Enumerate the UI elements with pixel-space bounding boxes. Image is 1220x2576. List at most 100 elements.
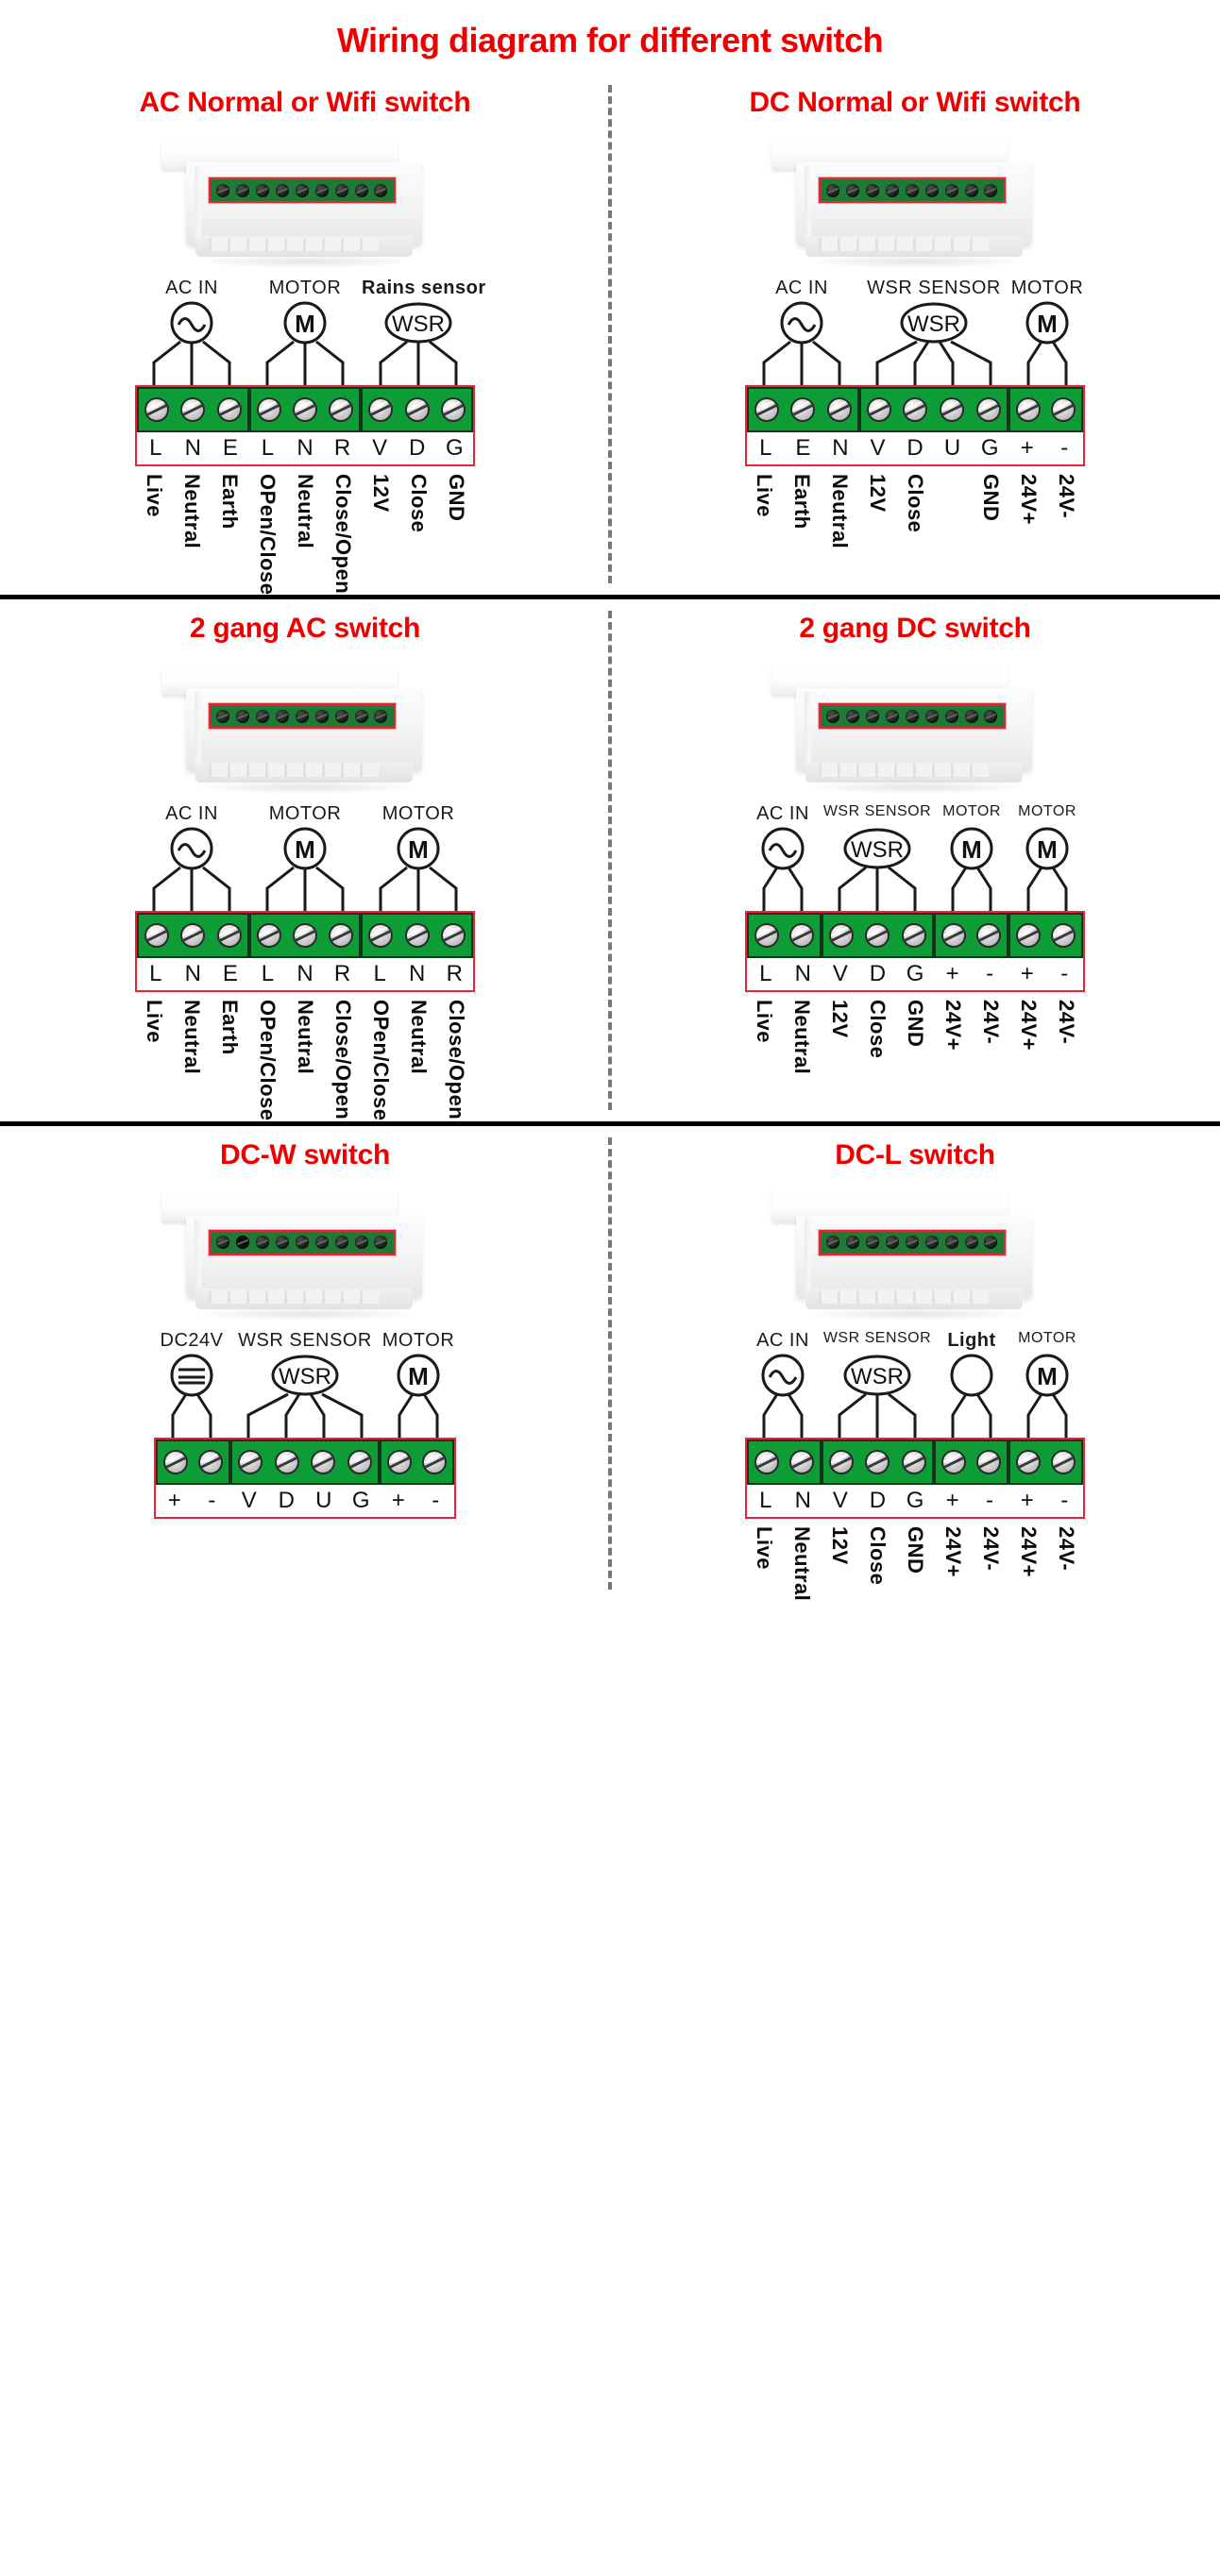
screw-terminal-icon[interactable] [754, 1449, 779, 1474]
terminal-description: 24V+ [934, 1000, 972, 1051]
terminal-block[interactable] [822, 913, 934, 959]
screw-terminal-icon[interactable] [975, 397, 1001, 422]
terminal-block[interactable] [156, 1439, 231, 1485]
terminal-block[interactable] [1008, 913, 1083, 959]
terminal-block[interactable] [933, 913, 1008, 959]
screw-terminal-icon[interactable] [866, 397, 891, 422]
screw-terminal-icon[interactable] [386, 1449, 412, 1474]
screw-terminal-icon[interactable] [347, 1449, 372, 1474]
page-title: Wiring diagram for different switch [336, 21, 884, 59]
terminal-description: Close/Open [324, 1000, 362, 1120]
wsr-sensor-icon: WSR [821, 1351, 934, 1438]
terminal-code: G [445, 435, 464, 461]
terminal-description-label: Close/Open [331, 1000, 355, 1120]
terminal-block[interactable] [137, 913, 249, 959]
photo-terminal-strip [819, 177, 1006, 203]
screw-terminal-icon[interactable] [144, 923, 170, 949]
screw-terminal-icon[interactable] [754, 923, 779, 949]
screw-terminal-icon[interactable] [162, 1449, 188, 1474]
terminal-code: V [372, 435, 388, 461]
screw-terminal-icon[interactable] [940, 1449, 966, 1474]
screw-terminal-icon[interactable] [180, 397, 206, 422]
screw-terminal-icon[interactable] [829, 1449, 855, 1474]
screw-terminal-icon[interactable] [329, 923, 354, 949]
screw-terminal-icon[interactable] [790, 397, 816, 422]
terminal-block[interactable] [747, 1439, 822, 1485]
screw-terminal-icon[interactable] [293, 397, 317, 422]
svg-text:M: M [1037, 1362, 1058, 1390]
screw-terminal-icon[interactable] [903, 397, 928, 422]
screw-terminal-icon[interactable] [216, 923, 242, 949]
terminal-block[interactable] [137, 387, 249, 432]
screw-terminal-icon[interactable] [865, 923, 890, 949]
screw-terminal-icon[interactable] [1015, 923, 1041, 949]
symbol-row: WSR M [745, 1351, 1085, 1438]
screw-terminal-icon[interactable] [311, 1449, 336, 1474]
terminal-block[interactable] [248, 387, 362, 432]
screw-terminal-icon[interactable] [404, 923, 430, 949]
device-photo [154, 1183, 456, 1324]
device-photo [154, 656, 456, 798]
terminal-block[interactable] [1008, 1439, 1083, 1485]
screw-terminal-icon[interactable] [1051, 923, 1076, 949]
screw-terminal-icon[interactable] [976, 923, 1002, 949]
device-photo [764, 130, 1066, 272]
screw-terminal-icon[interactable] [440, 397, 466, 422]
terminal-code: V [870, 435, 886, 461]
screw-terminal-icon[interactable] [368, 923, 394, 949]
terminal-block[interactable] [933, 1439, 1008, 1485]
screw-terminal-icon[interactable] [976, 1449, 1002, 1474]
screw-terminal-icon[interactable] [238, 1449, 263, 1474]
screw-terminal-icon[interactable] [198, 1449, 224, 1474]
terminal-block[interactable] [747, 387, 859, 432]
screw-terminal-icon[interactable] [256, 923, 281, 949]
screw-terminal-icon[interactable] [901, 1449, 926, 1474]
screw-terminal-icon[interactable] [789, 1449, 815, 1474]
screw-terminal-icon[interactable] [329, 397, 354, 422]
screw-terminal-icon[interactable] [829, 923, 855, 949]
screw-terminal-icon[interactable] [256, 397, 281, 422]
screw-terminal-icon[interactable] [440, 923, 466, 949]
screw-terminal-icon[interactable] [274, 1449, 299, 1474]
screw-terminal-icon[interactable] [293, 923, 317, 949]
screw-terminal-icon[interactable] [1051, 397, 1076, 422]
screw-terminal-icon[interactable] [754, 397, 780, 422]
screw-terminal-icon[interactable] [180, 923, 206, 949]
terminal-description-label: 24V+ [941, 1525, 965, 1577]
screw-terminal-icon[interactable] [216, 397, 242, 422]
screw-terminal-icon[interactable] [789, 923, 815, 949]
terminal-block[interactable] [248, 913, 362, 959]
terminal-code: G [980, 435, 999, 461]
group-label: AC IN [775, 278, 828, 298]
photo-terminal-screw [236, 709, 250, 723]
terminal-block-row [135, 385, 475, 432]
screw-terminal-icon[interactable] [1051, 1449, 1076, 1474]
screw-terminal-icon[interactable] [826, 397, 852, 422]
screw-terminal-icon[interactable] [940, 923, 966, 949]
terminal-block[interactable] [379, 1439, 454, 1485]
terminal-block[interactable] [230, 1439, 380, 1485]
screw-terminal-icon[interactable] [1015, 1449, 1041, 1474]
screw-terminal-icon[interactable] [368, 397, 394, 422]
terminal-description-label: Close [904, 474, 927, 533]
terminal-description-label: Close [407, 474, 431, 533]
terminal-block[interactable] [361, 387, 474, 432]
panel-title: 2 gang AC switch [189, 613, 421, 645]
terminal-block[interactable] [822, 1439, 934, 1485]
screw-terminal-icon[interactable] [1015, 397, 1041, 422]
group-label: Light [947, 1329, 996, 1351]
screw-terminal-icon[interactable] [422, 1449, 448, 1474]
terminal-block[interactable] [747, 913, 822, 959]
terminal-block[interactable] [1008, 387, 1083, 432]
screw-terminal-icon[interactable] [144, 397, 170, 422]
screw-terminal-icon[interactable] [901, 923, 926, 949]
terminal-block[interactable] [858, 387, 1008, 432]
screw-terminal-icon[interactable] [865, 1449, 890, 1474]
terminal-code: U [315, 1487, 332, 1513]
screw-terminal-icon[interactable] [940, 397, 965, 422]
terminal-code: + [945, 1487, 959, 1513]
screw-terminal-icon[interactable] [404, 397, 430, 422]
terminal-block[interactable] [361, 913, 474, 959]
